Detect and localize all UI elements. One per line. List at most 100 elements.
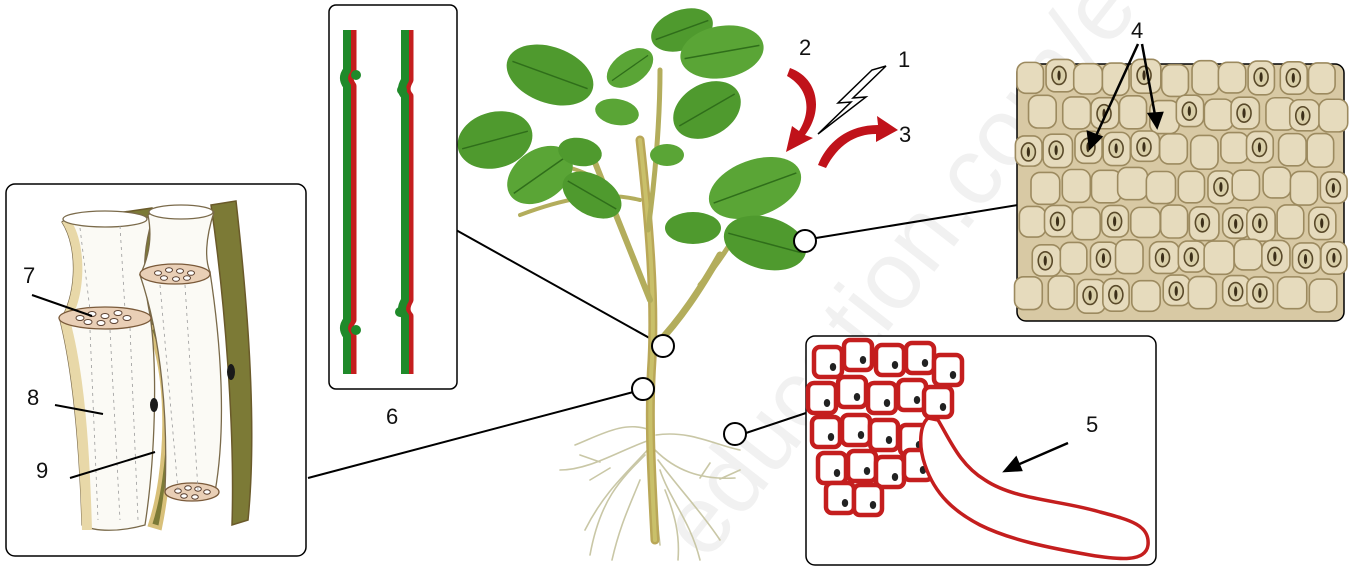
epidermal-cell bbox=[1031, 172, 1060, 204]
cortex-cell bbox=[812, 417, 840, 447]
label-9: 9 bbox=[36, 458, 48, 483]
epidermal-cell bbox=[1029, 95, 1057, 128]
cortex-cell bbox=[842, 415, 870, 445]
epidermal-cell bbox=[1277, 277, 1306, 309]
leaf-right-small bbox=[665, 212, 721, 244]
epidermal-cell bbox=[1290, 171, 1317, 205]
lightning-bolt-icon bbox=[818, 66, 886, 134]
epidermal-cell bbox=[1221, 133, 1248, 163]
epidermal-cell bbox=[1204, 99, 1233, 130]
sieve-plate-bottom bbox=[165, 483, 219, 501]
label-5: 5 bbox=[1086, 412, 1098, 437]
epidermal-cell bbox=[1132, 281, 1160, 312]
stoma-pore bbox=[1332, 183, 1335, 193]
stoma-pore bbox=[1260, 72, 1263, 82]
cortex-nucleus bbox=[864, 467, 870, 475]
stoma-pore bbox=[1292, 73, 1295, 83]
curved-arrow-in-icon bbox=[786, 68, 816, 152]
stoma-pore bbox=[1201, 218, 1204, 228]
epidermal-cell bbox=[1019, 206, 1045, 237]
root-hair-panel bbox=[806, 336, 1156, 565]
gas-exchange-arrows bbox=[786, 66, 898, 168]
epidermal-cell bbox=[1160, 134, 1188, 164]
cortex-cell bbox=[870, 420, 898, 450]
stoma-pore bbox=[1188, 106, 1191, 116]
root-circle bbox=[724, 423, 746, 445]
phloem-panel bbox=[6, 184, 306, 556]
cortex-nucleus bbox=[886, 436, 892, 444]
stoma-pore bbox=[1258, 142, 1261, 152]
cortex-cell bbox=[808, 383, 836, 413]
stoma-pore bbox=[1175, 286, 1178, 296]
stoma-pore bbox=[1055, 145, 1058, 155]
epidermal-cell bbox=[1191, 135, 1218, 169]
epidermal-cell bbox=[1232, 170, 1259, 200]
epidermal-cell bbox=[1146, 172, 1175, 204]
sieve-plate-right bbox=[140, 264, 210, 284]
epidermal-cell bbox=[1062, 169, 1090, 202]
cortex-cell bbox=[854, 485, 882, 515]
epidermal-cell bbox=[1015, 277, 1043, 310]
leaf-circle bbox=[794, 230, 816, 252]
cortex-nucleus bbox=[950, 371, 956, 379]
cortex-nucleus bbox=[922, 359, 928, 367]
cortex-cell bbox=[876, 345, 904, 375]
cortex-nucleus bbox=[858, 431, 864, 439]
epidermal-cell bbox=[1204, 241, 1234, 274]
cortex-cell bbox=[868, 383, 896, 413]
epidermal-cell bbox=[1162, 65, 1189, 97]
epidermal-cell bbox=[1178, 171, 1204, 202]
epidermal-cell bbox=[1192, 61, 1219, 95]
label-3: 3 bbox=[899, 122, 911, 147]
epidermal-cell bbox=[1234, 239, 1262, 270]
stoma-pore bbox=[1304, 254, 1307, 264]
cortex-cell bbox=[838, 377, 866, 407]
stoma-pore bbox=[1190, 252, 1193, 262]
label-4: 4 bbox=[1131, 18, 1143, 43]
cortex-nucleus bbox=[914, 396, 920, 404]
cortex-nucleus bbox=[828, 433, 834, 441]
cortex-cell bbox=[848, 451, 876, 481]
stoma-pore bbox=[1234, 219, 1237, 229]
cortex-nucleus bbox=[940, 403, 946, 411]
stem-circle bbox=[652, 335, 674, 357]
cortex-nucleus bbox=[870, 501, 876, 509]
stoma-pore bbox=[1142, 142, 1145, 152]
cortex-cell bbox=[924, 387, 952, 417]
leaf-upper-mid bbox=[600, 40, 661, 96]
epidermal-cell bbox=[1161, 205, 1188, 238]
epidermal-cell bbox=[1074, 64, 1103, 94]
epidermal-cell bbox=[1118, 167, 1148, 199]
cortex-cell bbox=[906, 343, 934, 373]
stoma-pore bbox=[1113, 216, 1116, 226]
epidermal-cell bbox=[1048, 276, 1074, 309]
stoma-pore bbox=[1332, 253, 1335, 263]
cortex-cell bbox=[818, 453, 846, 483]
cortex-nucleus bbox=[824, 399, 830, 407]
label-1: 1 bbox=[898, 47, 910, 72]
stoma-pore bbox=[1320, 218, 1323, 228]
epidermal-cell bbox=[1309, 63, 1336, 94]
label-8: 8 bbox=[27, 385, 39, 410]
epidermal-cell bbox=[1319, 99, 1348, 132]
stoma-pore bbox=[1242, 108, 1245, 118]
epidermal-cell bbox=[1307, 134, 1333, 168]
epidermal-cell bbox=[1277, 205, 1304, 239]
stoma-pore bbox=[1142, 70, 1145, 80]
stoma-pore bbox=[1088, 291, 1091, 301]
cortex-nucleus bbox=[842, 499, 848, 507]
stoma-pore bbox=[1057, 70, 1060, 80]
epidermal-cell bbox=[1116, 240, 1144, 274]
cortex-nucleus bbox=[860, 356, 866, 364]
stoma-pore bbox=[1102, 253, 1105, 263]
stoma-pore bbox=[1115, 143, 1118, 153]
epidermal-cell bbox=[1279, 134, 1307, 166]
cortex-cell bbox=[814, 347, 842, 377]
plant-leaves bbox=[451, 0, 812, 279]
epidermal-cell bbox=[1218, 62, 1245, 93]
stoma-pore bbox=[1219, 182, 1222, 192]
cortex-cell bbox=[934, 355, 962, 385]
epidermal-cell bbox=[1063, 97, 1091, 129]
epidermal-cell bbox=[1060, 242, 1086, 274]
